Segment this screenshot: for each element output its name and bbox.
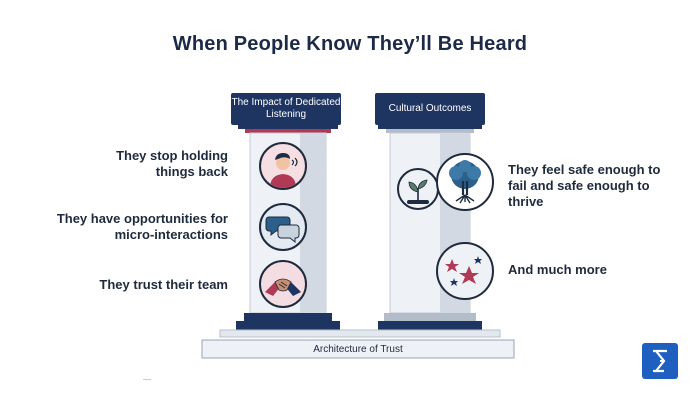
page-title: When People Know They’ll Be Heard bbox=[172, 33, 528, 55]
right-column-header: Cultural Outcomes bbox=[375, 93, 485, 125]
base-label: Architecture of Trust bbox=[313, 344, 403, 355]
left-column-header: The Impact of Dedicated Listening bbox=[231, 93, 341, 125]
left-item-2-label: They have opportunities for micro-intera… bbox=[56, 211, 228, 242]
brand-logo-icon[interactable] bbox=[642, 343, 678, 379]
person-speaking-icon bbox=[259, 142, 307, 190]
chat-bubbles-icon bbox=[259, 203, 307, 251]
right-item-1-label: They feel safe enough to fail and safe e… bbox=[508, 162, 661, 209]
left-item-1-label: They stop holding things back bbox=[116, 148, 228, 179]
handshake-icon bbox=[259, 260, 307, 308]
left-item-3-label: They trust their team bbox=[99, 277, 228, 292]
base-platform bbox=[201, 329, 515, 359]
right-item-2-label: And much more bbox=[508, 262, 607, 277]
tree-icon bbox=[436, 153, 494, 211]
stars-icon bbox=[436, 242, 494, 300]
sprout-icon bbox=[397, 168, 439, 210]
